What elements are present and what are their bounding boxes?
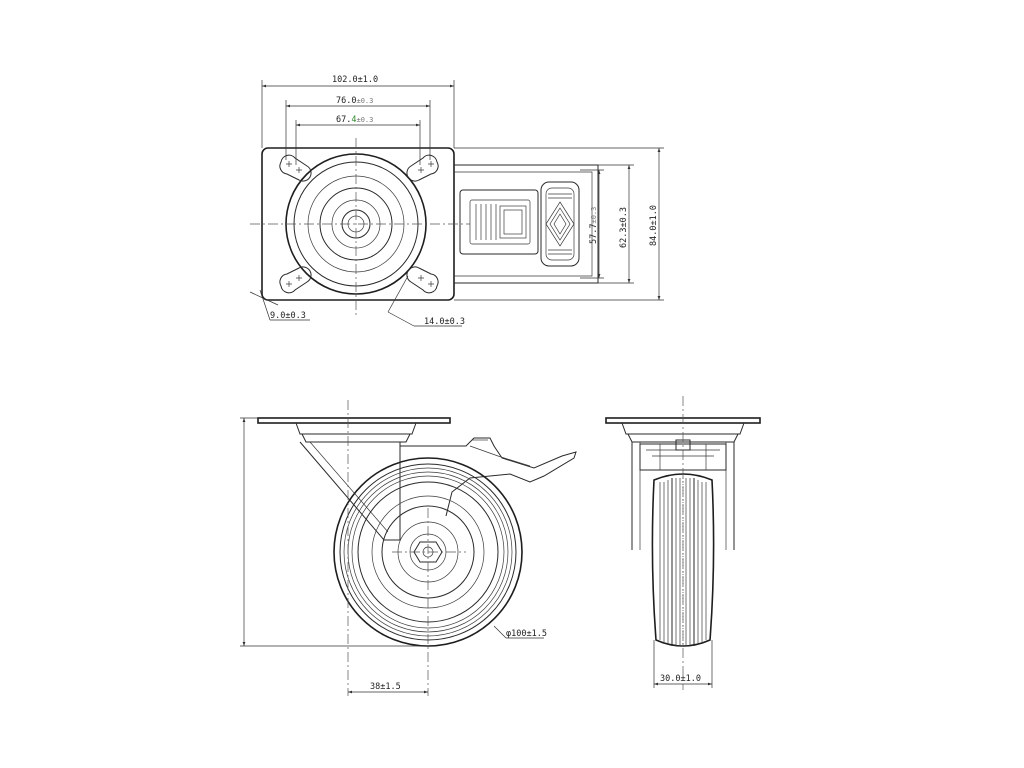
front-fork (631, 442, 735, 550)
brake-grip-lines (475, 204, 527, 240)
brake-pedal (540, 181, 580, 267)
dim-wheel-diameter: φ100±1.5 (506, 629, 547, 639)
dim-slot-width: 9.0±0.3 (270, 311, 306, 321)
dim-overall-length: 84.0±1.0 (649, 205, 659, 246)
dim-hole-spacing-inner: 67.4±0.3 (336, 115, 373, 125)
side-fork (299, 441, 401, 541)
dim-brake-mid: 62.3±0.3 (619, 207, 629, 248)
brake-lever-body (459, 189, 539, 255)
slot-centers (286, 161, 434, 287)
dim-offset: 38±1.5 (370, 682, 401, 692)
dim-wheel-width: 30.0±1.0 (660, 674, 701, 684)
dim-hole-spacing-outer: 76.0±0.3 (336, 96, 373, 106)
top-view: 102.0±1.0 76.0±0.3 67.4±0.3 9.0±0.3 14.0… (249, 75, 664, 327)
front-view: 30.0±1.0 (605, 396, 761, 690)
dim-brake-small: 57.7±0.3 (589, 207, 599, 244)
side-top-plate (257, 417, 451, 424)
side-view: φ100±1.5 38±1.5 (240, 400, 577, 696)
side-brake-arm (400, 437, 577, 517)
dim-plate-width: 102.0±1.0 (332, 75, 378, 85)
dim-slot-length: 14.0±0.3 (424, 317, 465, 327)
pedal-diamond (545, 193, 575, 255)
